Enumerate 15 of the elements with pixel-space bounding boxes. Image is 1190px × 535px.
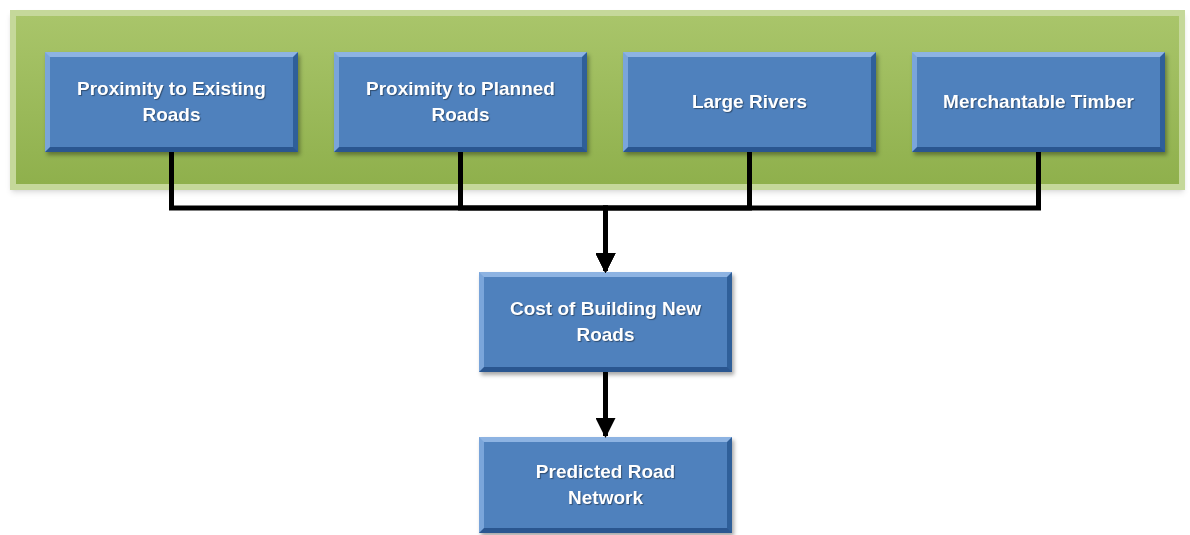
process-box xyxy=(479,437,732,533)
box-label: Merchantable Timber xyxy=(943,90,1134,114)
connector-arrow xyxy=(595,372,616,438)
group-band xyxy=(10,10,1185,190)
box-label: Proximity to Existing Roads xyxy=(76,77,267,127)
box-label: Cost of Building New Roads xyxy=(508,297,702,347)
process-box xyxy=(912,52,1165,152)
process-box xyxy=(479,272,732,372)
connector-arrow xyxy=(595,152,1041,273)
box-label: Proximity to Planned Roads xyxy=(365,77,556,127)
process-box xyxy=(45,52,298,152)
process-box xyxy=(334,52,587,152)
box-label: Predicted Road Network xyxy=(534,460,677,510)
process-box xyxy=(623,52,876,152)
box-label: Large Rivers xyxy=(691,90,808,114)
